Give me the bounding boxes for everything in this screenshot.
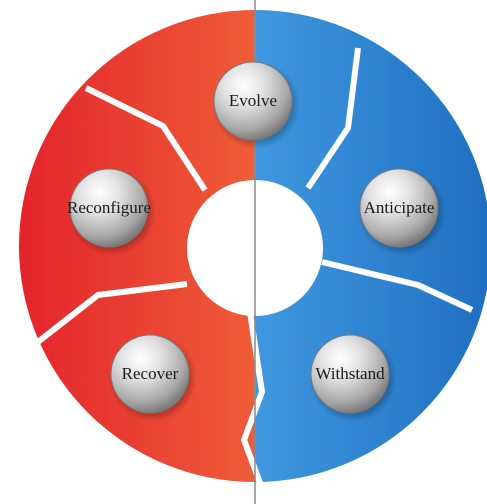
orb-recover[interactable]: Recover [109, 334, 197, 422]
separator-evolve-anticipate [305, 47, 361, 190]
orb-recover-sphere [110, 334, 190, 414]
segment-separators [32, 47, 474, 490]
orb-reconfigure-label: Reconfigure [67, 198, 151, 217]
orb-withstand[interactable]: Withstand [309, 334, 397, 422]
separator-evolve-reconfigure [84, 85, 208, 192]
separator-anticipate-withstand [321, 259, 474, 313]
orb-recover-label: Recover [122, 364, 179, 383]
separator-reconfigure-recover [32, 281, 188, 348]
orb-reconfigure-sphere [69, 168, 149, 248]
orb-reconfigure[interactable]: Reconfigure [67, 168, 156, 256]
orb-anticipate[interactable]: Anticipate [358, 168, 446, 256]
separator-recover-bottom [241, 311, 265, 490]
stage-orbs: Evolve Anticipate Withstand Recover Reco… [67, 61, 446, 422]
orb-evolve-label: Evolve [229, 91, 277, 110]
orb-anticipate-label: Anticipate [364, 198, 435, 217]
orb-evolve-sphere [213, 61, 293, 141]
orb-evolve[interactable]: Evolve [212, 61, 300, 149]
orb-withstand-label: Withstand [315, 364, 385, 383]
orb-anticipate-sphere [359, 168, 439, 248]
orb-withstand-sphere [310, 334, 390, 414]
